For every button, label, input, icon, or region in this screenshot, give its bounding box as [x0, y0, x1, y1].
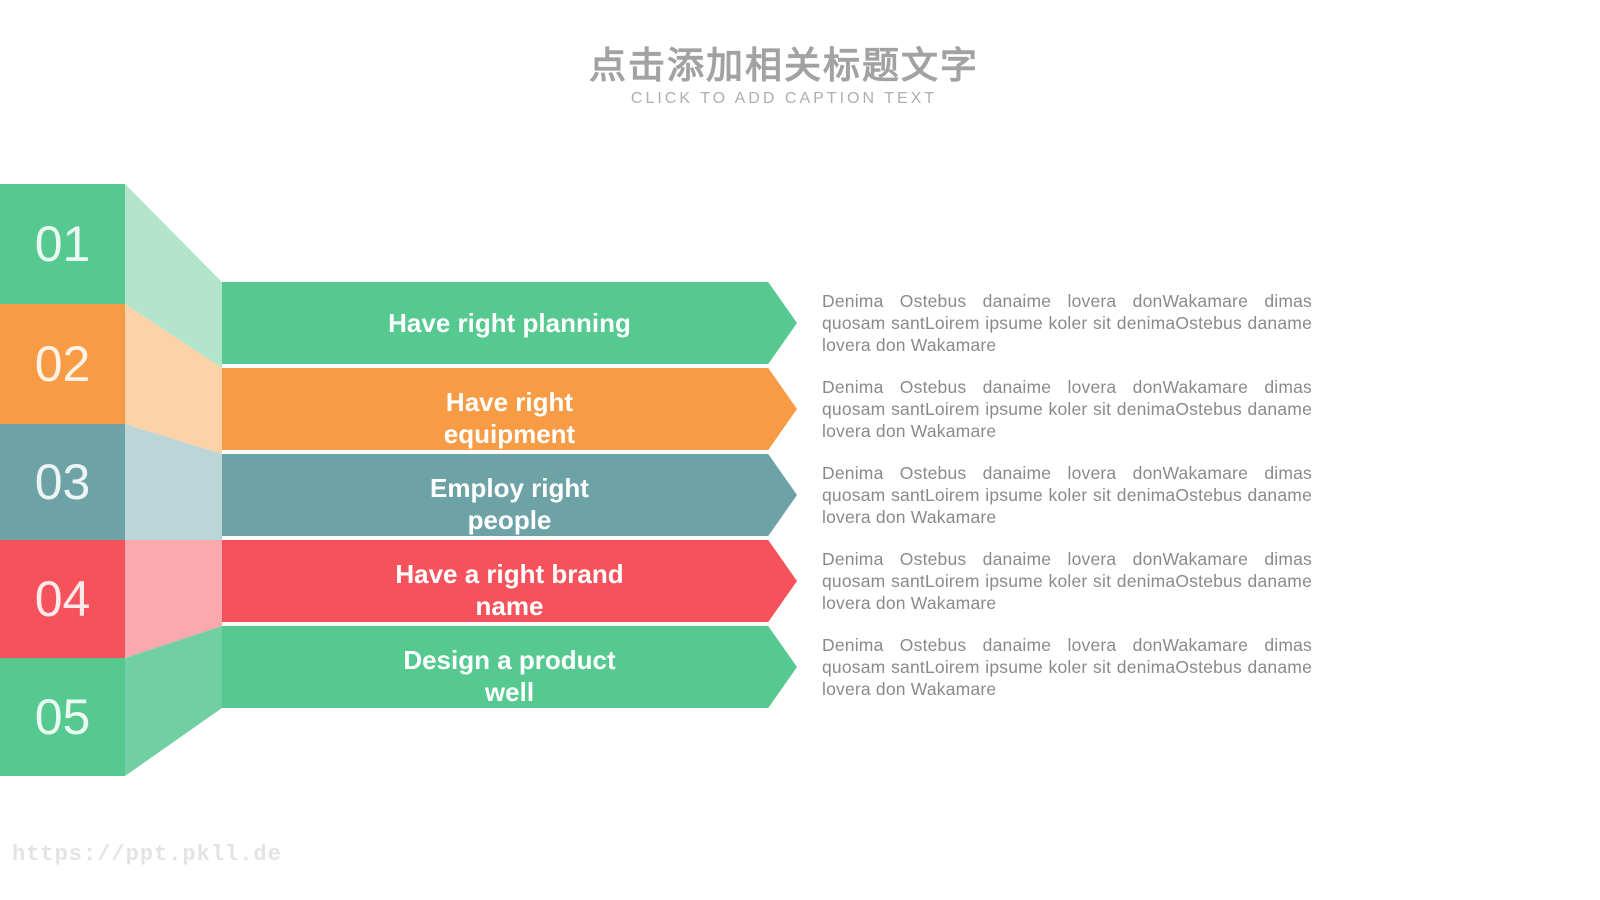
step-01-description: Denima Ostebus danaime lovera donWakamar… [822, 291, 1312, 355]
step-03-number-block: 03 [0, 424, 125, 540]
step-01-number-block: 01 [0, 184, 125, 304]
step-05-number-block: 05 [0, 658, 125, 776]
fold-connector-01 [125, 184, 222, 368]
slide-subtitle: CLICK TO ADD CAPTION TEXT [630, 90, 938, 107]
step-04-description: Denima Ostebus danaime lovera donWakamar… [822, 549, 1312, 613]
step-05-number: 05 [34, 689, 91, 745]
watermark-url: https://ppt.pkll.de [12, 842, 282, 867]
fold-connector-04 [125, 540, 222, 658]
step-04-arrow-banner: Have a right brand name [222, 540, 797, 622]
step-05-arrow-banner: Design a product well [222, 626, 797, 708]
fold-connector-05 [125, 626, 222, 776]
step-02-arrow-banner: Have right equipment [222, 368, 797, 450]
step-01-number: 01 [34, 216, 91, 272]
fold-connector-02 [125, 304, 222, 454]
step-02-label: Have right equipment [443, 387, 576, 449]
step-02-number-block: 02 [0, 304, 125, 424]
step-05-description: Denima Ostebus danaime lovera donWakamar… [822, 635, 1312, 699]
step-03-label: Employ right people [430, 473, 589, 535]
slide-title: 点击添加相关标题文字 [589, 45, 979, 86]
step-05-label: Design a product well [403, 645, 616, 707]
step-04-label: Have a right brand name [395, 559, 624, 621]
step-04-number-block: 04 [0, 540, 125, 658]
step-02-number: 02 [34, 336, 91, 392]
step-02-description: Denima Ostebus danaime lovera donWakamar… [822, 377, 1312, 441]
step-04-number: 04 [34, 571, 91, 627]
step-03-description: Denima Ostebus danaime lovera donWakamar… [822, 463, 1312, 527]
step-01-label: Have right planning [388, 308, 631, 338]
fold-connector-03 [125, 424, 222, 540]
step-01-arrow-banner: Have right planning [222, 282, 797, 364]
header: 点击添加相关标题文字 CLICK TO ADD CAPTION TEXT [0, 44, 1584, 108]
step-03-number: 03 [34, 454, 91, 510]
step-03-arrow-banner: Employ right people [222, 454, 797, 536]
